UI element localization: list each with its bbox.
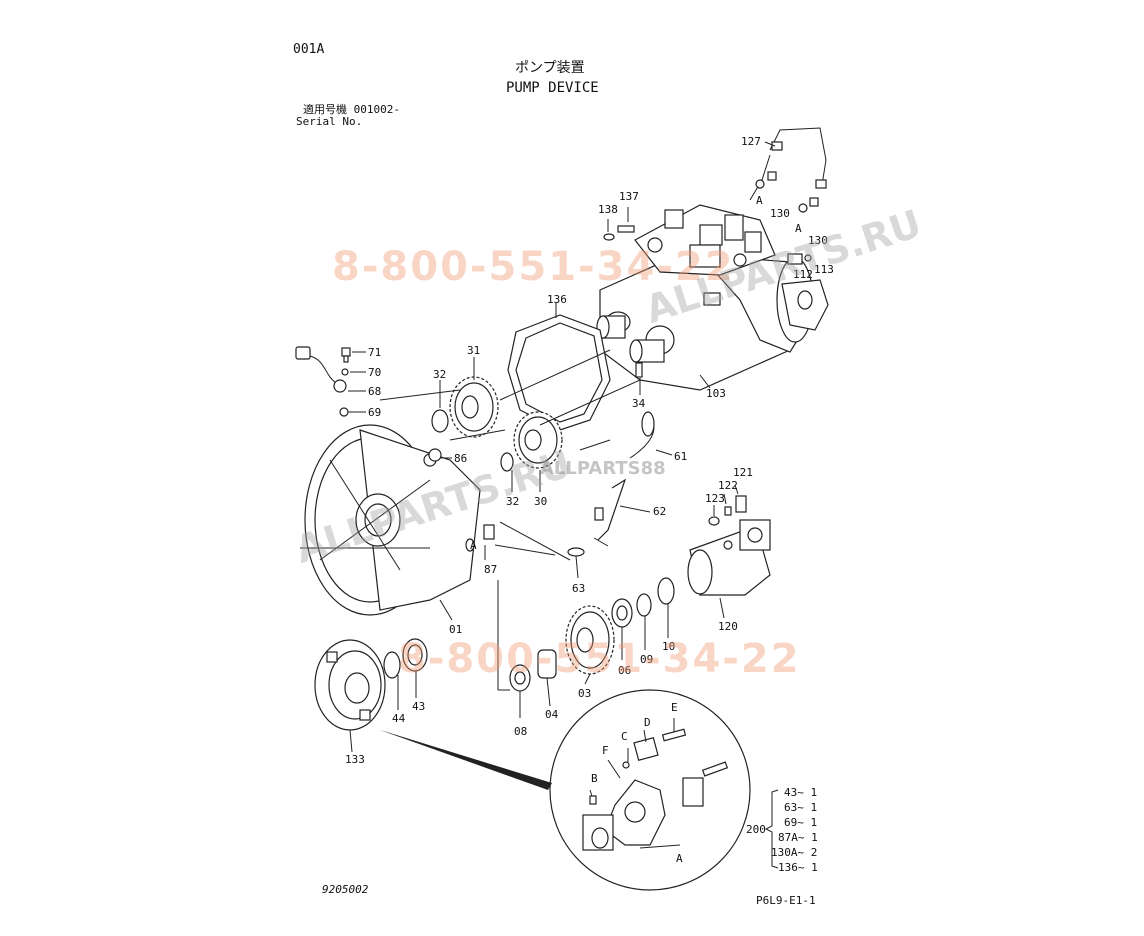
pin-34	[635, 362, 643, 378]
gear-03	[565, 605, 615, 675]
callout-113: 113	[814, 263, 834, 276]
callout-32-lower: 32	[506, 495, 519, 508]
shaft-04	[537, 649, 557, 679]
pilot-line-127	[749, 127, 827, 213]
snap-ring-10	[657, 577, 675, 605]
callout-130-right: 130	[808, 234, 828, 247]
callout-10: 10	[662, 640, 675, 653]
housing-01	[304, 424, 481, 616]
callout-103: 103	[706, 387, 726, 400]
pilot-pump-120	[687, 519, 771, 596]
callout-138: 138	[598, 203, 618, 216]
callout-31: 31	[467, 344, 480, 357]
callout-a-upper: A	[756, 194, 763, 207]
callout-01: 01	[449, 623, 462, 636]
kit-row: 69~ 1	[784, 816, 817, 829]
callout-a-detail: A	[676, 852, 683, 865]
callout-136: 136	[547, 293, 567, 306]
callout-70: 70	[368, 366, 381, 379]
plug-87	[483, 524, 495, 540]
callout-f: F	[602, 744, 609, 757]
callout-labels: 127 137 138 A 130 A 130 112 113 136 103 …	[345, 135, 834, 865]
callout-06: 06	[618, 664, 631, 677]
leader-lines	[300, 141, 776, 849]
washer-122	[724, 506, 732, 516]
callout-a-right: A	[795, 222, 802, 235]
callout-34: 34	[632, 397, 646, 410]
pipe-62	[597, 478, 627, 541]
ring-32-upper	[431, 409, 449, 433]
callout-87: 87	[484, 563, 497, 576]
callout-c: C	[621, 730, 628, 743]
callout-130-upper: 130	[770, 207, 790, 220]
callout-137: 137	[619, 190, 639, 203]
callout-43: 43	[412, 700, 425, 713]
part-113	[804, 254, 812, 262]
kit-row: 87A~ 1	[778, 831, 818, 844]
kit-label: 200	[746, 823, 766, 836]
title-japanese: ポンプ装置	[515, 60, 585, 76]
callout-68: 68	[368, 385, 381, 398]
serial-label: Serial No.	[296, 115, 363, 128]
callout-d: D	[644, 716, 651, 729]
coupling-detail-view	[380, 689, 751, 891]
callout-63: 63	[572, 582, 585, 595]
washer-123	[708, 516, 720, 526]
coupling-133	[314, 639, 386, 731]
callout-123: 123	[705, 492, 725, 505]
ring-32-lower	[500, 452, 514, 472]
main-pump-103	[596, 204, 829, 391]
callout-04: 04	[545, 708, 559, 721]
snap-ring-44	[383, 651, 401, 679]
kit-row: 43~ 1	[784, 786, 817, 799]
part-112	[787, 253, 803, 265]
bolt-121	[735, 495, 747, 513]
callout-71: 71	[368, 346, 381, 359]
callout-08: 08	[514, 725, 527, 738]
kit-row: 130A~ 2	[771, 846, 817, 859]
callout-62: 62	[653, 505, 666, 518]
callout-61: 61	[674, 450, 687, 463]
gear-30	[513, 411, 563, 469]
gear-31	[449, 376, 499, 438]
callout-120: 120	[718, 620, 738, 633]
o-ring-63	[567, 547, 585, 557]
page-title: PUMP DEVICE	[506, 80, 599, 96]
callout-30: 30	[534, 495, 547, 508]
callout-133: 133	[345, 753, 365, 766]
kit-bracket	[764, 789, 779, 869]
callout-127: 127	[741, 135, 761, 148]
callout-121: 121	[733, 466, 753, 479]
kit-list: 200 43~ 1 63~ 1 69~ 1 87A~ 1 130A~ 2 136…	[746, 786, 818, 874]
callout-03: 03	[578, 687, 591, 700]
callout-b: B	[591, 772, 598, 785]
serial-label-japanese: 適用号機 001002-	[303, 103, 400, 116]
page-code: P6L9-E1-1	[756, 894, 816, 907]
callout-112: 112	[793, 268, 813, 281]
callout-44: 44	[392, 712, 406, 725]
callout-e: E	[671, 701, 678, 714]
callout-122: 122	[718, 479, 738, 492]
kit-row: 136~ 1	[778, 861, 818, 874]
ring-09	[636, 593, 652, 617]
callout-86: 86	[454, 452, 467, 465]
page-id: 001A	[293, 42, 325, 57]
washer-138	[603, 233, 615, 241]
plug-86	[428, 448, 442, 462]
bolt-137	[617, 225, 635, 233]
callout-09: 09	[640, 653, 653, 666]
kit-row: 63~ 1	[784, 801, 817, 814]
drawing-number: 9205002	[322, 883, 369, 896]
callout-69: 69	[368, 406, 381, 419]
callout-32-upper: 32	[433, 368, 446, 381]
callout-a-plug: A	[470, 539, 477, 552]
bolt-62	[594, 507, 604, 521]
sensor-68	[295, 346, 351, 417]
